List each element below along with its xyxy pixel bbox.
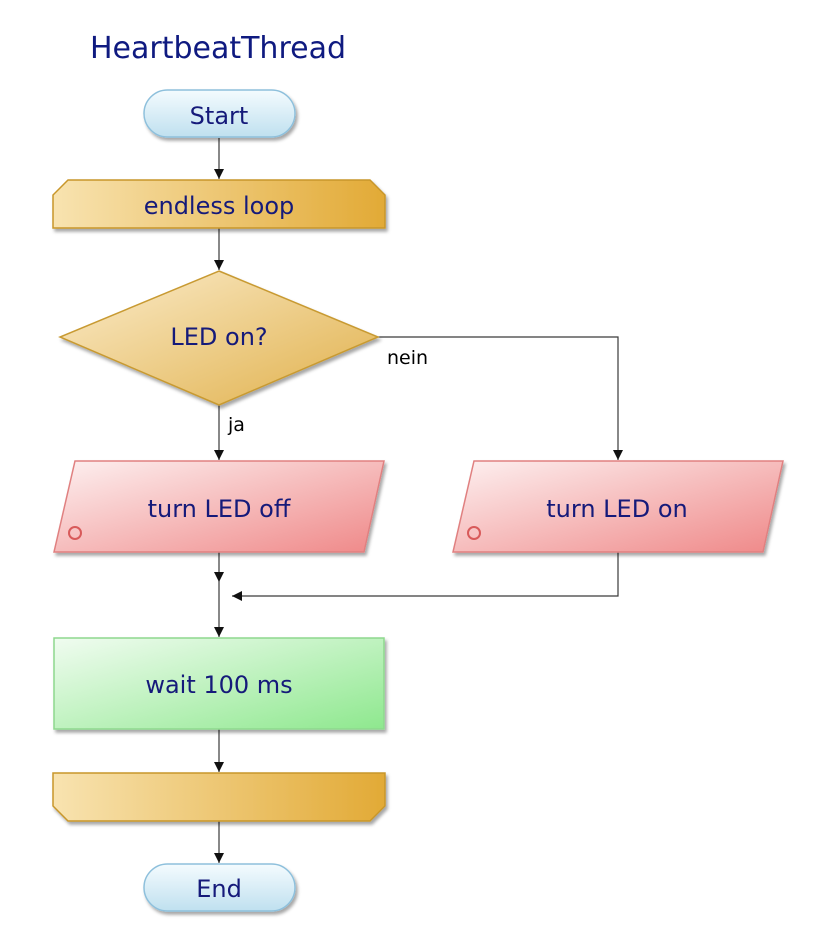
edge-label-yes: ja [227, 414, 245, 436]
wait-label: wait 100 ms [145, 671, 292, 699]
decision-label: LED on? [170, 323, 267, 351]
end-node-label: End [196, 875, 242, 903]
decision-node: LED on? [58, 270, 380, 406]
start-node: Start [143, 89, 296, 138]
led-off-marker-icon [68, 526, 82, 540]
wait-shape [53, 637, 385, 730]
start-node-label: Start [190, 102, 249, 130]
edges [214, 138, 623, 863]
edge-led-on-merge [232, 552, 619, 601]
led-off-label: turn LED off [148, 495, 291, 523]
end-node: End [143, 863, 296, 912]
led-on-marker-icon [467, 526, 481, 540]
end-node-shape [143, 863, 296, 912]
loop-end-shape [52, 772, 386, 822]
start-node-shape [143, 89, 296, 138]
diagram-title: HeartbeatThread [90, 31, 346, 66]
loop-start-shape [52, 179, 386, 229]
edge-decision-no [378, 336, 623, 460]
led-on-label: turn LED on [546, 495, 687, 523]
loop-start-node: endless loop [52, 179, 386, 229]
decision-shape [58, 270, 380, 406]
led-on-node: turn LED on [452, 460, 784, 553]
edge-label-no: nein [387, 347, 428, 369]
led-off-shape [53, 460, 385, 553]
wait-node: wait 100 ms [53, 637, 385, 730]
led-on-shape [452, 460, 784, 553]
led-off-node: turn LED off [53, 460, 385, 553]
loop-start-label: endless loop [144, 192, 295, 220]
loop-end-node [52, 772, 386, 822]
